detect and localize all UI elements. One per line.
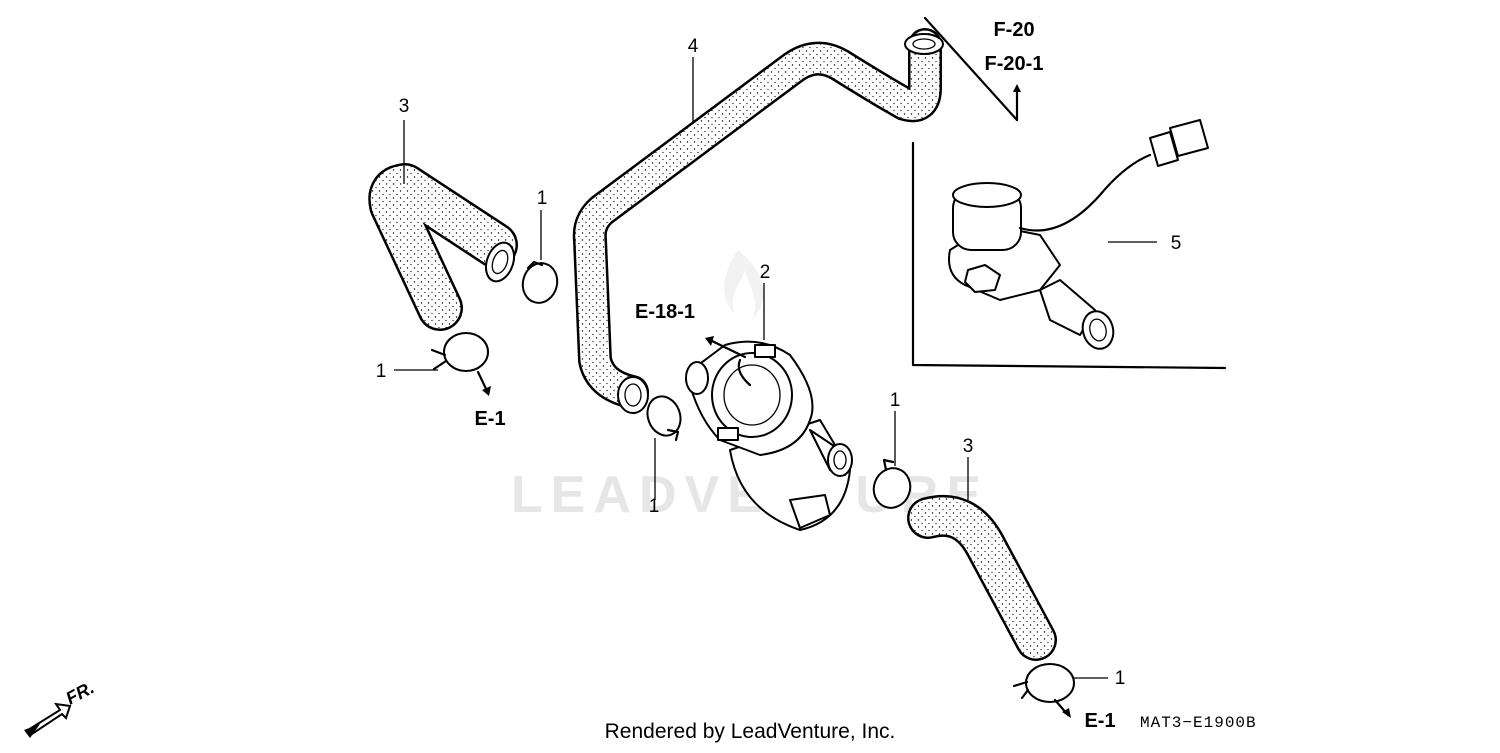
callout-valve[interactable]: 2 [760, 262, 771, 283]
watermark-logo [724, 250, 764, 320]
ref-e18-1[interactable]: E-18-1 [635, 301, 695, 323]
callout-clip-upper-left[interactable]: 1 [537, 188, 548, 209]
ref-e1-left[interactable]: E-1 [474, 408, 505, 430]
hose-long[interactable] [572, 28, 944, 414]
callout-hose-upper-left[interactable]: 3 [399, 96, 410, 117]
inset-frame [911, 16, 1227, 370]
callout-clip-right[interactable]: 1 [890, 390, 901, 411]
callout-hose-long[interactable]: 4 [688, 36, 699, 57]
callout-solenoid[interactable]: 5 [1171, 233, 1182, 254]
diagram-code: MAT3−E1900B [1140, 714, 1257, 732]
hose-clip-right[interactable] [868, 458, 916, 513]
ref-f20[interactable]: F-20 [993, 19, 1034, 41]
hose-clip-lower-center[interactable] [642, 392, 686, 442]
air-injection-solenoid[interactable] [948, 119, 1209, 352]
callout-clip-lower-center[interactable]: 1 [649, 496, 660, 517]
hose-clip-left[interactable] [430, 332, 489, 372]
hose-upper-left[interactable] [368, 163, 519, 331]
front-direction-arrow-icon [24, 702, 72, 738]
air-suction-valve[interactable] [685, 340, 853, 531]
ref-f20-1[interactable]: F-20-1 [985, 53, 1044, 75]
callout-hose-lower-right[interactable]: 3 [963, 436, 974, 457]
footer-credit: Rendered by LeadVenture, Inc. [605, 720, 896, 743]
ref-e1-bottom[interactable]: E-1 [1084, 710, 1115, 732]
callout-clip-left[interactable]: 1 [376, 361, 387, 382]
leader-lines [394, 57, 1157, 679]
hose-lower-right[interactable] [907, 494, 1057, 661]
hose-clip-upper-left[interactable] [518, 259, 561, 306]
hose-clip-bottom-right[interactable] [1012, 663, 1075, 703]
front-direction-label: FR. [62, 677, 97, 708]
reference-arrows [476, 84, 1071, 718]
callout-clip-bottom-right[interactable]: 1 [1115, 668, 1126, 689]
